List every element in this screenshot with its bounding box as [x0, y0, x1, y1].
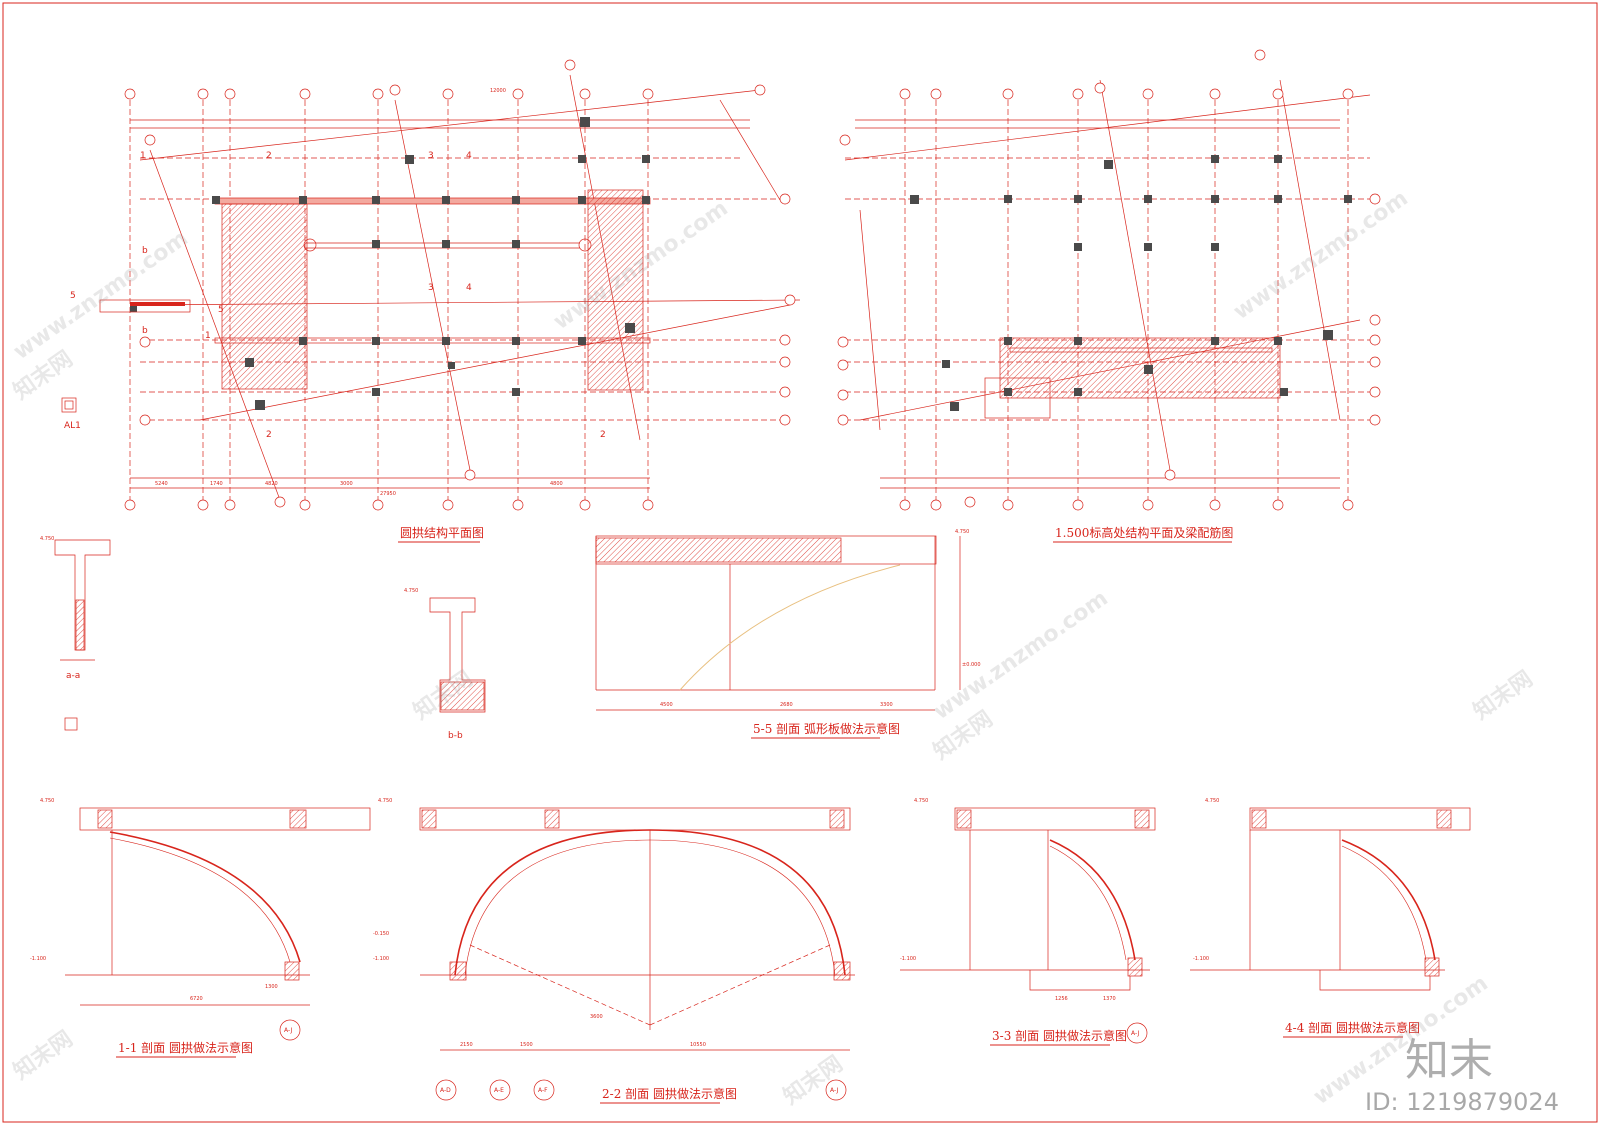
dim-12000: 12000 — [490, 88, 506, 94]
grid-label-ad: A-D — [440, 1087, 451, 1094]
dim-3600: 3600 — [590, 1014, 603, 1020]
elev-33-low: -1.100 — [900, 956, 916, 962]
elev-22-low: -1.100 — [373, 956, 389, 962]
elev-11: 4.750 — [40, 798, 54, 804]
section-mark-3b: 3 — [428, 283, 434, 293]
title-detail-al1: AL1 — [64, 421, 81, 431]
title-level-plan: 1.500标高处结构平面及梁配筋图 — [1055, 525, 1233, 540]
detail-al1 — [61, 397, 77, 413]
dim-2150: 2150 — [460, 1042, 473, 1048]
elev-bb: 4.750 — [404, 588, 418, 594]
elev-33: 4.750 — [914, 798, 928, 804]
section-mark-2c: 2 — [600, 430, 606, 440]
grid-label-af: A-F — [538, 1087, 548, 1094]
elev-44-low: -1.100 — [1193, 956, 1209, 962]
watermark-site-url-3: www.znzmo.com — [1229, 186, 1413, 325]
plan2-grid-bubbles — [837, 49, 1381, 511]
plan1-grid-bubbles — [124, 59, 796, 511]
level-1500-plan — [844, 79, 1371, 500]
dim-3000: 3000 — [340, 481, 353, 487]
dim-4500: 4500 — [660, 702, 673, 708]
title-detail-aa: a-a — [66, 671, 80, 681]
grid-label-aj-1: A-J — [284, 1027, 292, 1034]
title-section-11: 1-1 剖面 圆拱做法示意图 — [118, 1040, 253, 1055]
brand-logo-watermark: 知末 — [1405, 1035, 1493, 1086]
dim-6720: 6720 — [190, 996, 203, 1002]
section-mark-1: 1 — [140, 151, 146, 161]
arch-structure-plan — [99, 74, 801, 501]
dim-3300: 3300 — [880, 702, 893, 708]
dim-27950: 27950 — [380, 491, 396, 497]
section-55 — [595, 535, 961, 711]
elev-44: 4.750 — [1205, 798, 1219, 804]
title-detail-bb: b-b — [448, 731, 463, 741]
dim-4800: 4800 — [550, 481, 563, 487]
section-mark-3: 3 — [428, 151, 434, 161]
grid-label-ae: A-E — [494, 1087, 504, 1094]
dim-1300: 1300 — [265, 984, 278, 990]
watermark-site-cn-4: 知末网 — [9, 1026, 78, 1085]
section-11 — [65, 807, 371, 1041]
elev-55-zero: ±0.000 — [962, 662, 981, 668]
dim-4820: 4820 — [265, 481, 278, 487]
section-22 — [419, 807, 855, 1101]
detail-aa — [54, 539, 111, 731]
dim-10550: 10550 — [690, 1042, 706, 1048]
watermark-site-cn-3: 知末网 — [1469, 666, 1538, 725]
dim-5240: 5240 — [155, 481, 168, 487]
dim-1370: 1370 — [1103, 996, 1116, 1002]
elev-11-low: -1.100 — [30, 956, 46, 962]
dim-1500: 1500 — [520, 1042, 533, 1048]
watermark-site-url-4: www.znzmo.com — [929, 586, 1113, 725]
grid-label-aj-2: A-J — [830, 1087, 838, 1094]
dim-1740: 1740 — [210, 481, 223, 487]
dim-2680: 2680 — [780, 702, 793, 708]
section-44 — [1190, 807, 1471, 991]
section-33 — [900, 807, 1156, 1044]
detail-bb — [429, 597, 486, 713]
elev-aa: 4.750 — [40, 536, 54, 542]
title-section-44: 4-4 剖面 圆拱做法示意图 — [1285, 1020, 1420, 1035]
title-section-22: 2-2 剖面 圆拱做法示意图 — [602, 1086, 737, 1101]
section-mark-1b: 1 — [205, 331, 211, 341]
title-section-33: 3-3 剖面 圆拱做法示意图 — [992, 1028, 1127, 1043]
watermark-site-url: www.znzmo.com — [9, 226, 193, 365]
elev-22-mid: -0.150 — [373, 931, 389, 937]
elev-22: 4.750 — [378, 798, 392, 804]
grid-label-aj-3: A-J — [1131, 1030, 1139, 1037]
title-arch-plan: 圆拱结构平面图 — [400, 525, 484, 540]
section-mark-b2: b — [142, 326, 148, 336]
section-mark-b: b — [142, 246, 148, 256]
image-id-text: ID: 1219879024 — [1365, 1088, 1559, 1116]
dim-1256: 1256 — [1055, 996, 1068, 1002]
section-mark-2b: 2 — [266, 430, 272, 440]
section-mark-4: 4 — [466, 151, 472, 161]
title-section-55: 5-5 剖面 弧形板做法示意图 — [753, 721, 900, 736]
section-mark-2: 2 — [266, 151, 272, 161]
elev-55: 4.750 — [955, 529, 969, 535]
section-mark-5: 5 — [70, 291, 76, 301]
section-mark-5b: 5 — [218, 305, 224, 315]
section-mark-4b: 4 — [466, 283, 472, 293]
